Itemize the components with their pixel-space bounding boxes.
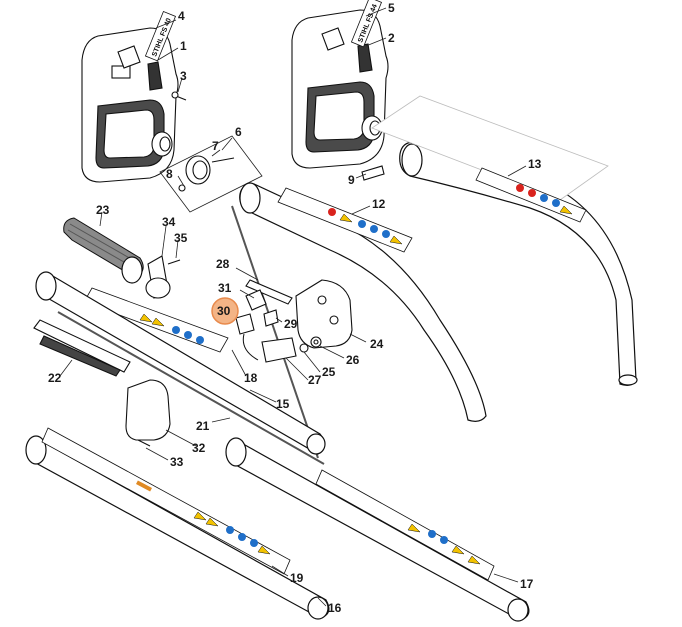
callout-23[interactable]: 23	[96, 203, 110, 217]
drive-tube-16[interactable]	[25, 435, 330, 620]
callout-8[interactable]: 8	[166, 167, 173, 181]
drive-shaft-21[interactable]	[57, 311, 325, 465]
callout-1[interactable]: 1	[180, 39, 187, 53]
callout-5[interactable]: 5	[388, 1, 395, 15]
callout-34[interactable]: 34	[162, 215, 176, 229]
clamp-assembly-6[interactable]	[159, 135, 263, 213]
washer-26[interactable]	[310, 336, 322, 348]
bumper-strip-22[interactable]	[33, 319, 131, 377]
callout-7[interactable]: 7	[212, 139, 219, 153]
callout-17[interactable]: 17	[520, 577, 534, 591]
engine-hood-fs40[interactable]	[81, 27, 179, 183]
callout-3[interactable]: 3	[180, 69, 187, 83]
decal-13-icons	[516, 184, 573, 215]
callout-26[interactable]: 26	[346, 353, 360, 367]
screw-35[interactable]	[167, 259, 181, 265]
callout-4[interactable]: 4	[178, 9, 185, 23]
callout-15[interactable]: 15	[276, 397, 290, 411]
handle-housing-24[interactable]	[295, 279, 353, 349]
drive-tube-15[interactable]	[35, 271, 326, 455]
callout-24[interactable]: 24	[370, 337, 384, 351]
callout-32[interactable]: 32	[192, 441, 206, 455]
callout-35[interactable]: 35	[174, 231, 188, 245]
callout-16[interactable]: 16	[328, 601, 342, 615]
drive-tube-curved-13[interactable]	[371, 95, 638, 386]
callout-labels: 4 1 3 5 2 6 7 8 9 12 13 23 34 35 28 31 3…	[48, 1, 542, 615]
grip-hose-23[interactable]	[63, 217, 144, 284]
callout-29[interactable]: 29	[284, 317, 298, 331]
callout-25[interactable]: 25	[322, 365, 336, 379]
trigger-31[interactable]	[245, 289, 267, 311]
decal-12-icons	[328, 208, 403, 245]
callout-9[interactable]: 9	[348, 173, 355, 187]
screw-33[interactable]	[137, 439, 151, 447]
loop-clamp-34[interactable]	[145, 255, 171, 299]
callout-33[interactable]: 33	[170, 455, 184, 469]
screw-3[interactable]	[171, 91, 187, 101]
highlight-marker	[211, 297, 239, 325]
spring-28[interactable]	[245, 279, 293, 305]
throttle-cable-27[interactable]	[261, 337, 297, 363]
callout-6[interactable]: 6	[235, 125, 242, 139]
slide-30[interactable]	[235, 313, 259, 361]
callout-28[interactable]: 28	[216, 257, 230, 271]
callout-30[interactable]: 30	[217, 304, 231, 318]
callout-22[interactable]: 22	[48, 371, 62, 385]
interlock-29[interactable]	[263, 309, 279, 327]
callout-2[interactable]: 2	[388, 31, 395, 45]
bearing-housing-32[interactable]	[125, 379, 171, 441]
leader-lines	[59, 7, 527, 607]
decal-19	[41, 427, 291, 575]
decal-17	[315, 469, 495, 581]
callout-12[interactable]: 12	[372, 197, 386, 211]
callout-13[interactable]: 13	[528, 157, 542, 171]
callout-27[interactable]: 27	[308, 373, 322, 387]
callout-21[interactable]: 21	[196, 419, 210, 433]
callout-19[interactable]: 19	[290, 571, 304, 585]
engine-hood-fs44[interactable]	[291, 9, 389, 169]
clip-9[interactable]	[361, 165, 385, 181]
drive-tube-curved-12[interactable]	[231, 182, 487, 459]
callout-18[interactable]: 18	[244, 371, 258, 385]
drive-tube-17[interactable]	[225, 437, 530, 622]
nut-25[interactable]	[299, 343, 309, 353]
callout-31[interactable]: 31	[218, 281, 232, 295]
